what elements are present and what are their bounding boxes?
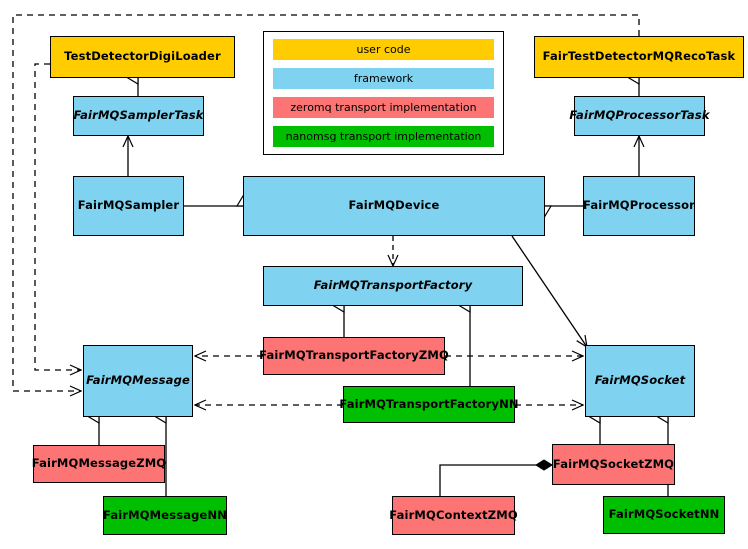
class-label: FairMQSamplerTask — [73, 108, 204, 123]
legend-box: user code framework zeromq transport imp… — [263, 31, 504, 155]
class-node-fairmqmessagenn[interactable]: FairMQMessageNN — [103, 496, 227, 535]
class-label: FairMQContextZMQ — [389, 507, 518, 522]
class-label: FairMQDevice — [348, 198, 440, 213]
class-node-fairtestdetectormqrecotask[interactable]: FairTestDetectorMQRecoTask — [534, 36, 744, 78]
class-label: TestDetectorDigiLoader — [64, 49, 221, 64]
legend-item-nanomsg: nanomsg transport implementation — [273, 126, 494, 147]
legend-label-zeromq: zeromq transport implementation — [290, 101, 477, 114]
class-label: FairMQSocketZMQ — [552, 456, 675, 471]
class-node-testdetectordigiloader[interactable]: TestDetectorDigiLoader — [50, 36, 235, 78]
class-node-fairmqsocketnn[interactable]: FairMQSocketNN — [603, 496, 725, 534]
legend-label-nanomsg: nanomsg transport implementation — [285, 130, 482, 143]
class-node-fairmqcontextzmq[interactable]: FairMQContextZMQ — [389, 496, 518, 535]
class-label: FairMQProcessor — [583, 198, 695, 213]
class-node-fairmqtransportfactorynn[interactable]: FairMQTransportFactoryNN — [339, 386, 519, 423]
class-label: FairMQSocketNN — [608, 507, 720, 522]
edge-contextzmq-to-socketzmq — [439, 459, 553, 496]
class-node-fairmqmessage[interactable]: FairMQMessage — [83, 345, 193, 417]
legend-item-user-code: user code — [273, 39, 494, 60]
class-label: FairTestDetectorMQRecoTask — [542, 49, 736, 64]
legend-label-framework: framework — [353, 72, 414, 85]
legend-label-user-code: user code — [356, 43, 411, 56]
legend-item-zeromq: zeromq transport implementation — [273, 97, 494, 118]
class-node-fairmqdevice[interactable]: FairMQDevice — [243, 176, 545, 236]
class-label: FairMQMessageNN — [103, 507, 227, 522]
class-label: FairMQProcessorTask — [569, 108, 710, 123]
class-node-fairmqtransportfactoryzmq[interactable]: FairMQTransportFactoryZMQ — [259, 337, 449, 375]
class-label: FairMQMessage — [86, 373, 190, 388]
class-node-fairmqmessagezmq[interactable]: FairMQMessageZMQ — [31, 445, 167, 483]
class-node-fairmqsamplertask[interactable]: FairMQSamplerTask — [73, 96, 204, 136]
class-label: FairMQTransportFactoryZMQ — [259, 348, 449, 363]
class-label: FairMQSocket — [594, 373, 686, 388]
class-node-fairmqsocket[interactable]: FairMQSocket — [585, 345, 695, 417]
class-node-fairmqtransportfactory[interactable]: FairMQTransportFactory — [263, 266, 523, 306]
class-node-fairmqprocessortask[interactable]: FairMQProcessorTask — [569, 96, 709, 136]
class-node-fairmqprocessor[interactable]: FairMQProcessor — [583, 176, 695, 236]
class-node-fairmqsampler[interactable]: FairMQSampler — [73, 176, 184, 236]
class-label: FairMQTransportFactoryNN — [339, 396, 519, 411]
class-node-fairmqsocketzmq[interactable]: FairMQSocketZMQ — [552, 444, 675, 485]
legend-item-framework: framework — [273, 68, 494, 89]
class-label: FairMQTransportFactory — [313, 278, 473, 293]
class-label: FairMQSampler — [77, 198, 180, 213]
edge-device-to-socket — [511, 235, 587, 347]
class-label: FairMQMessageZMQ — [31, 456, 167, 471]
